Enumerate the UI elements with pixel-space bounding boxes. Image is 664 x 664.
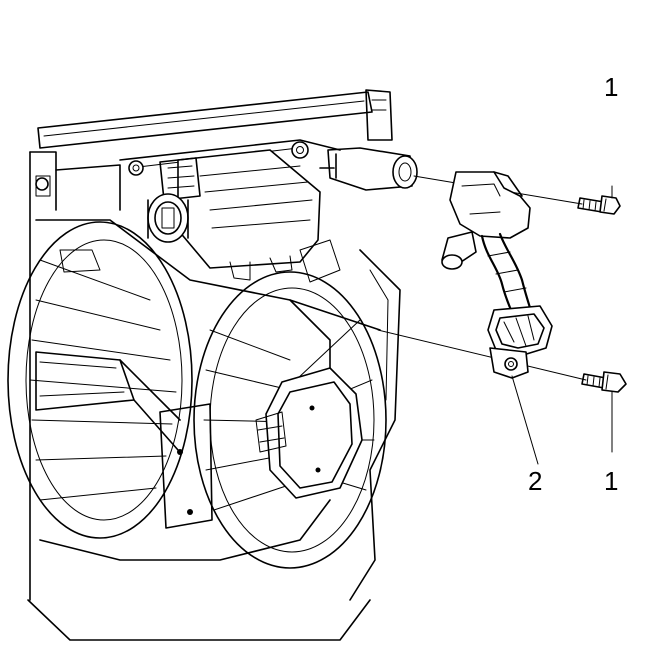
hose-bracket-assembly (441, 171, 553, 465)
callout-upper-bolt-label: 1 (604, 72, 618, 102)
upper-hose-fitting (291, 89, 418, 191)
lower-bolt (377, 329, 627, 453)
callout-bracket-label: 2 (528, 466, 542, 496)
right-cooling-fan (193, 271, 387, 569)
left-cooling-fan (7, 221, 193, 539)
control-module (147, 149, 321, 281)
radiator-support-frame (27, 91, 401, 641)
callout-lower-bolt-label: 1 (604, 466, 618, 496)
